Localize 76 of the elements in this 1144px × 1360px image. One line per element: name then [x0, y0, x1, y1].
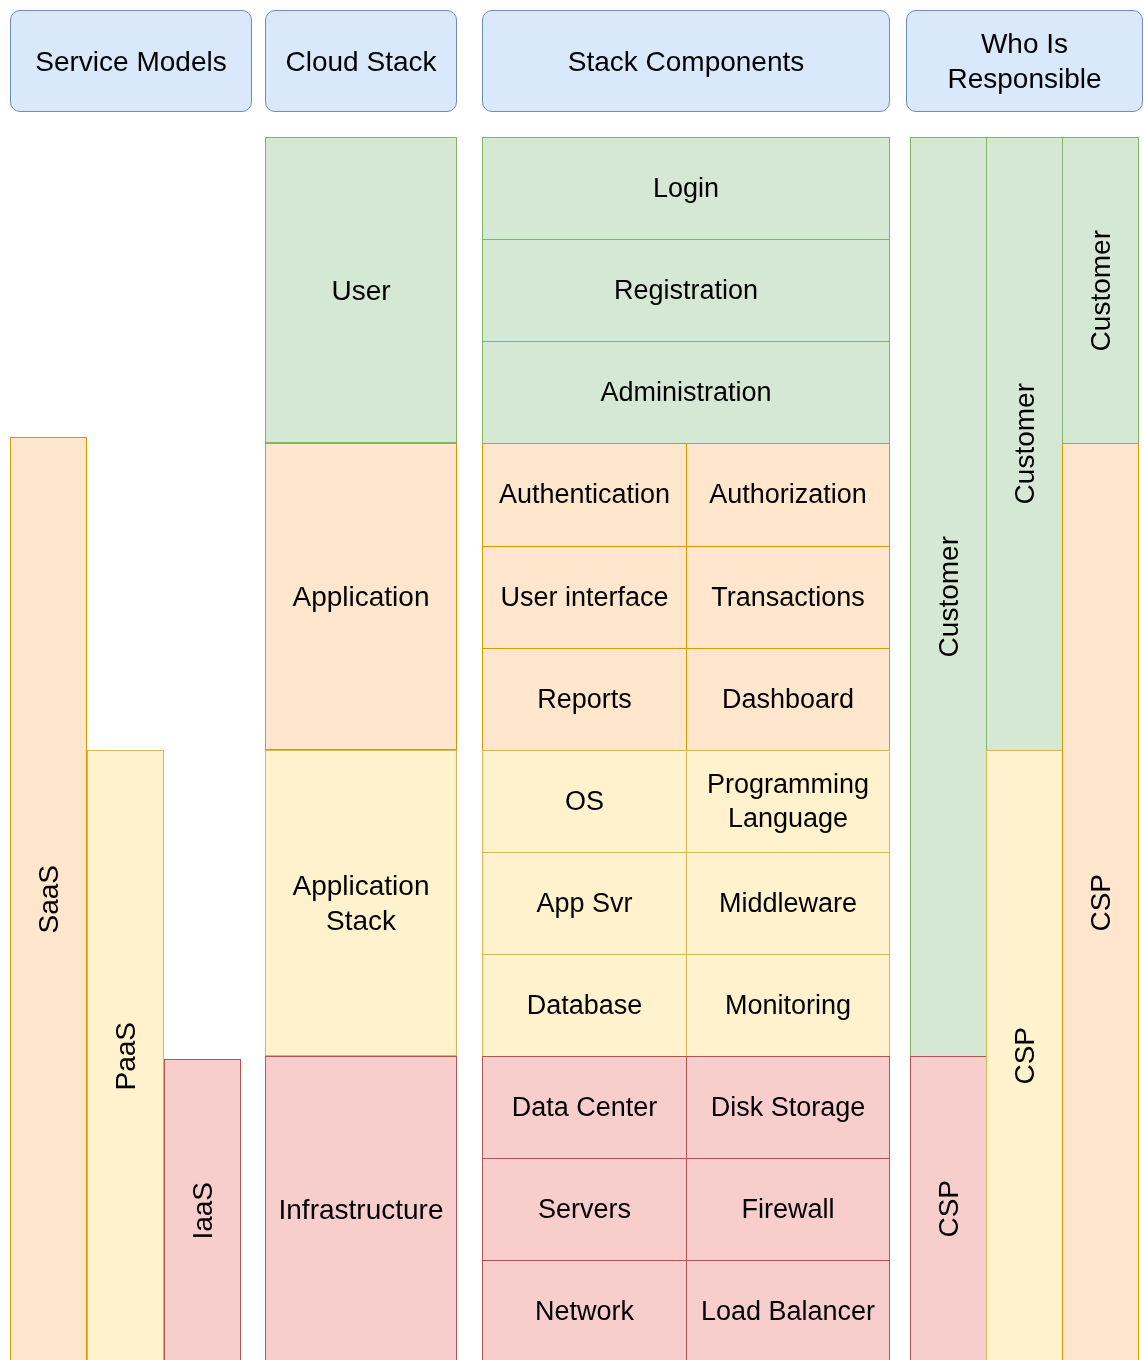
stack-box	[482, 239, 890, 342]
cell-label: User	[331, 273, 391, 308]
stack-box	[265, 443, 457, 750]
cell-label: Firewall	[741, 1192, 835, 1226]
stack-box	[686, 1158, 890, 1261]
cell-label: Disk Storage	[710, 1090, 866, 1124]
cell-label: Load Balancer	[700, 1294, 876, 1328]
cell-label: Network	[535, 1294, 634, 1328]
stack-box	[265, 1056, 457, 1360]
cell-label: Administration	[600, 375, 772, 409]
cell-label: Customer	[1084, 229, 1117, 352]
stack-box	[686, 648, 890, 751]
band	[986, 750, 1063, 1360]
stack-box	[482, 1260, 687, 1360]
cell-label: App Svr	[536, 886, 633, 920]
band	[910, 137, 987, 1057]
header-box	[10, 10, 252, 112]
cell-label: Authentication	[498, 478, 671, 512]
cell-label: Dashboard	[721, 682, 855, 716]
stack-box	[482, 954, 687, 1057]
cell-label: Middleware	[718, 886, 858, 920]
cell-label: Servers	[538, 1192, 631, 1226]
cell-label: CSP	[1008, 1027, 1041, 1085]
stack-box	[482, 750, 687, 853]
cell-label: IaaS	[186, 1181, 219, 1240]
cell-label: Who Is Responsible	[946, 27, 1103, 96]
cell-label: Service Models	[35, 44, 227, 79]
band	[87, 750, 164, 1360]
header-box	[265, 10, 457, 112]
stack-box	[686, 954, 890, 1057]
cell-label: Programming Language	[705, 767, 871, 835]
stack-box	[265, 750, 457, 1056]
stack-box	[686, 443, 890, 547]
cell-label: Transactions	[711, 580, 865, 614]
cell-label: User interface	[500, 580, 669, 614]
cell-label: Login	[652, 171, 720, 205]
cell-label: Customer	[932, 536, 965, 658]
stack-box	[482, 443, 687, 547]
band	[10, 437, 87, 1360]
stack-box	[686, 852, 890, 955]
cell-label: Customer	[1008, 383, 1041, 505]
stack-box	[686, 750, 890, 853]
stack-box	[686, 1056, 890, 1159]
cell-label: Registration	[613, 273, 759, 307]
cell-label: Database	[526, 988, 643, 1022]
stack-box	[482, 648, 687, 751]
band	[164, 1059, 241, 1360]
stack-box	[482, 546, 687, 649]
cell-label: Application Stack	[291, 869, 431, 938]
band	[1062, 443, 1139, 1360]
cell-label: CSP	[1084, 873, 1117, 932]
cell-label: Application	[292, 580, 430, 614]
cell-label: Reports	[537, 682, 632, 716]
cell-label: Monitoring	[724, 988, 852, 1022]
band	[910, 1056, 987, 1360]
cell-label: Data Center	[511, 1090, 658, 1124]
cell-label: Stack Components	[567, 44, 805, 79]
stack-box	[482, 1158, 687, 1261]
stack-box	[482, 1056, 687, 1159]
stack-box	[482, 852, 687, 955]
stack-box	[482, 137, 890, 240]
cell-label: OS	[565, 784, 604, 818]
cell-label: Cloud Stack	[285, 44, 437, 79]
band	[986, 137, 1063, 751]
cell-label: PaaS	[109, 1021, 142, 1091]
stack-box	[686, 546, 890, 649]
stack-box	[686, 1260, 890, 1360]
stack-box	[265, 137, 457, 443]
cell-label: SaaS	[32, 865, 65, 934]
cell-label: Infrastructure	[278, 1192, 444, 1227]
header-box	[906, 10, 1143, 112]
header-box	[482, 10, 890, 112]
stack-box	[482, 341, 890, 444]
cell-label: CSP	[932, 1180, 965, 1238]
band	[1062, 137, 1139, 444]
cell-label: Authorization	[709, 478, 867, 512]
